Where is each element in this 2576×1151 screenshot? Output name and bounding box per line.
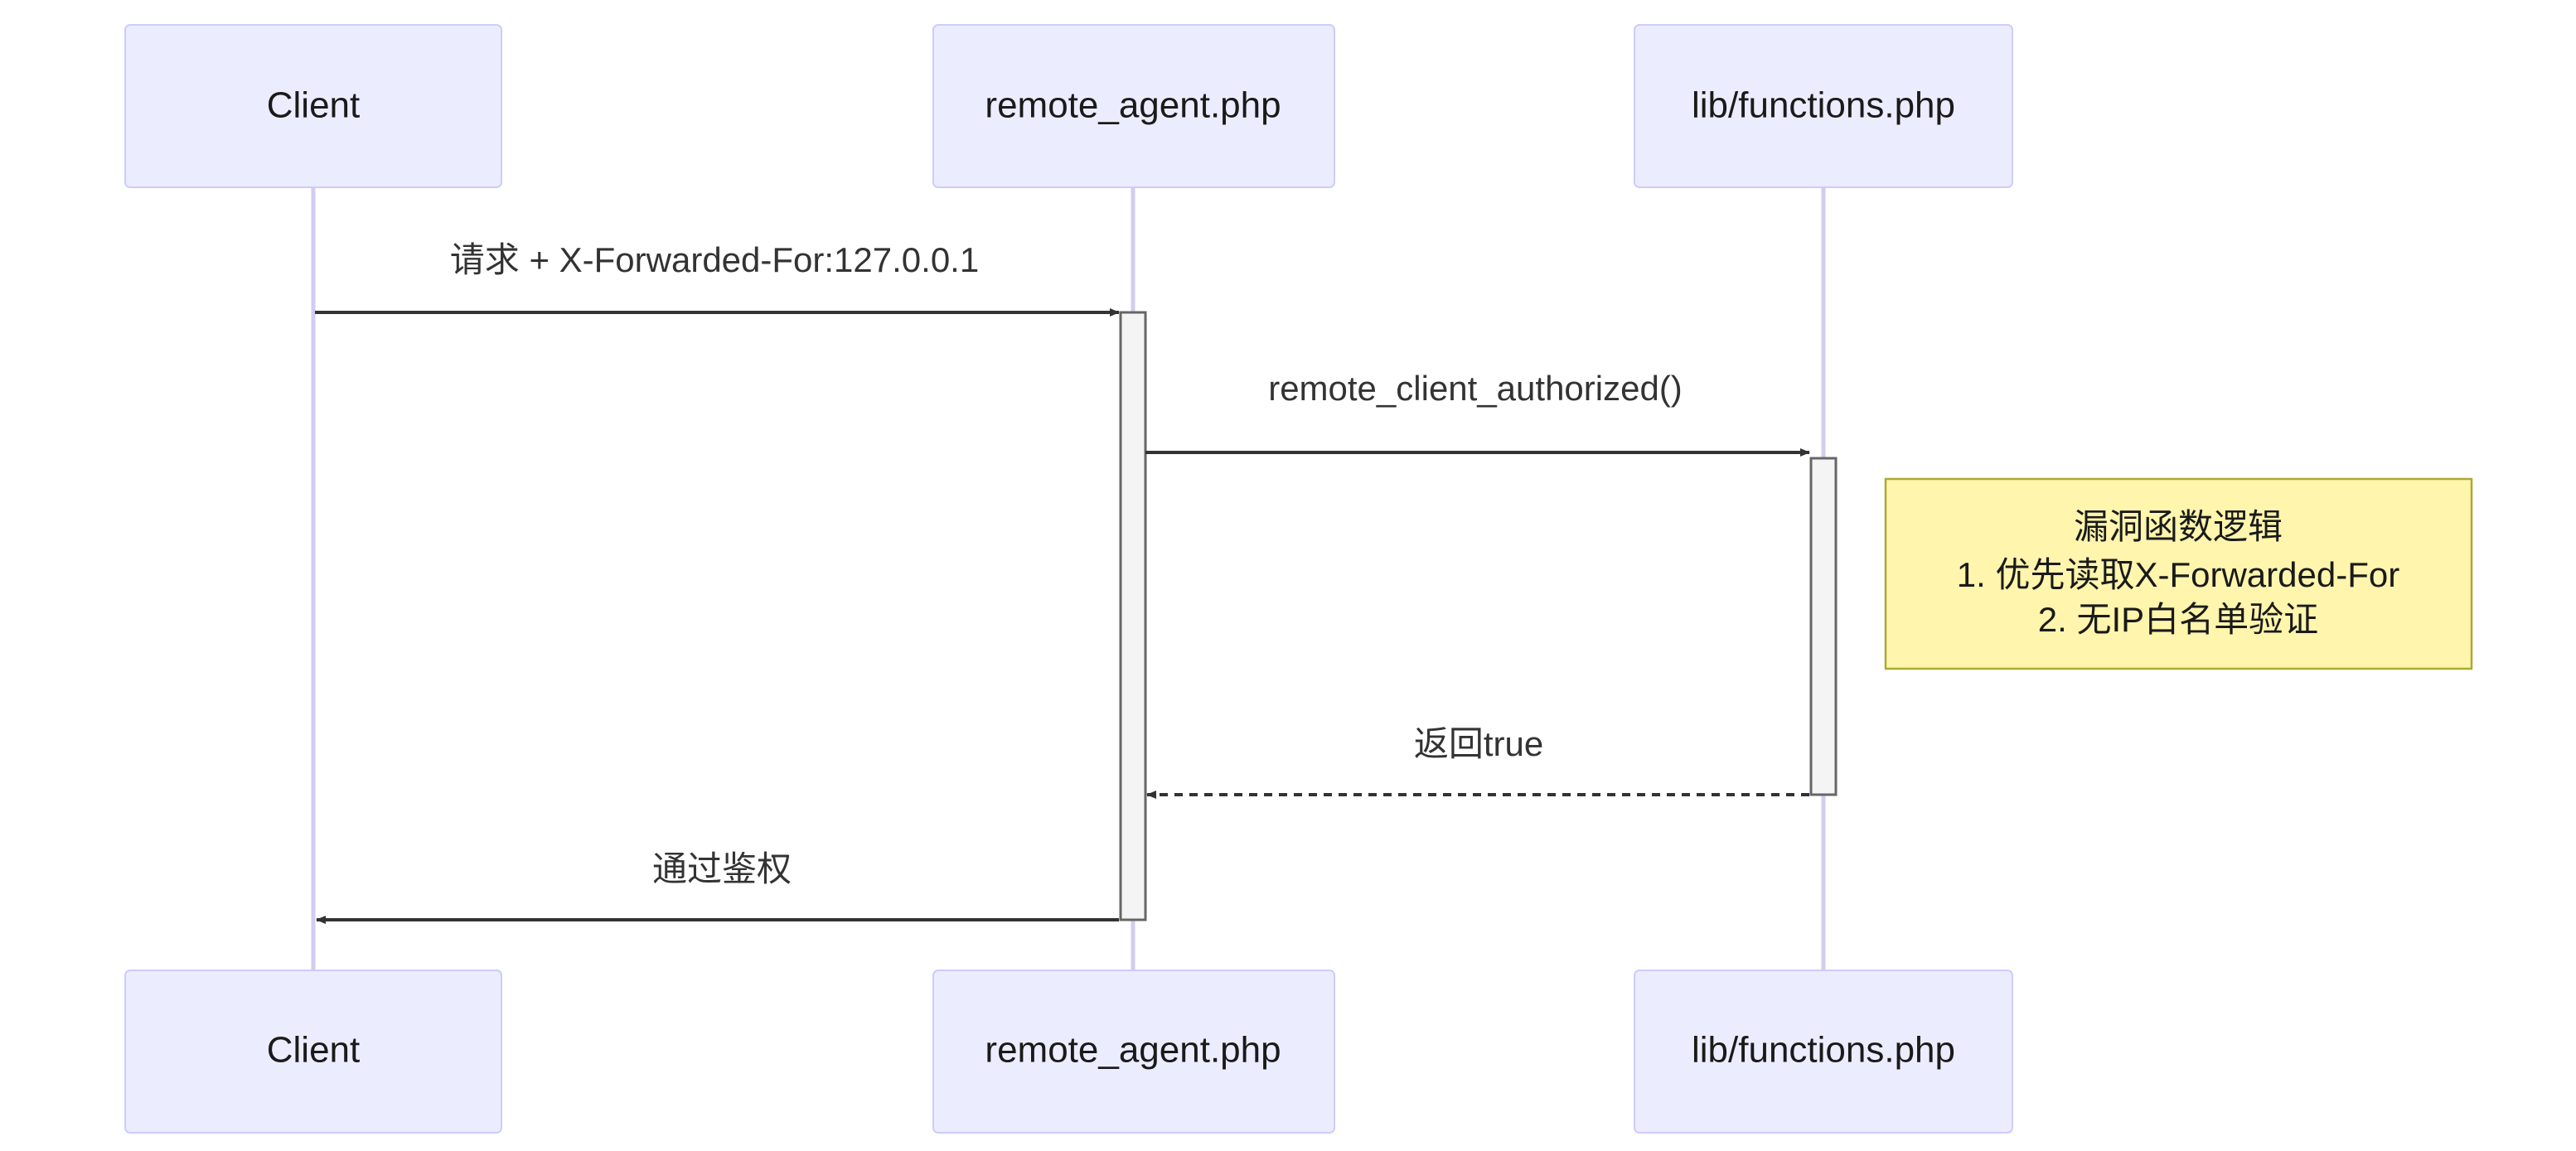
message-call-authorized: remote_client_authorized() — [1145, 369, 1810, 457]
message-return-true: 返回true — [1146, 724, 1809, 799]
message-label: remote_client_authorized() — [1268, 369, 1683, 408]
actor-client-top: Client — [124, 24, 502, 188]
note-line: 1. 优先读取X-Forwarded-For — [1957, 555, 2399, 594]
message-request: 请求 + X-Forwarded-For:127.0.0.1 — [315, 240, 1120, 317]
actor-label: remote_agent.php — [985, 85, 1281, 126]
message-label: 返回true — [1414, 724, 1543, 763]
actor-label: Client — [267, 85, 361, 126]
actor-remote-agent-bottom: remote_agent.php — [932, 970, 1335, 1134]
message-auth-passed: 通过鉴权 — [316, 849, 1119, 924]
actor-functions-top: lib/functions.php — [1634, 24, 2013, 188]
actor-label: lib/functions.php — [1692, 85, 1955, 126]
actor-label: Client — [267, 1030, 361, 1071]
message-label: 通过鉴权 — [652, 849, 792, 888]
actor-label: lib/functions.php — [1692, 1030, 1955, 1071]
actor-remote-agent-top: remote_agent.php — [932, 24, 1335, 188]
actor-functions-bottom: lib/functions.php — [1634, 970, 2013, 1134]
message-label: 请求 + X-Forwarded-For:127.0.0.1 — [450, 240, 979, 279]
activation-functions — [1809, 457, 1838, 796]
actor-client-bottom: Client — [124, 970, 502, 1134]
note-line: 漏洞函数逻辑 — [2074, 507, 2283, 546]
note-vulnerable-logic: 漏洞函数逻辑 1. 优先读取X-Forwarded-For 2. 无IP白名单验… — [1884, 477, 2473, 670]
actor-label: remote_agent.php — [985, 1030, 1281, 1071]
note-line: 2. 无IP白名单验证 — [2038, 600, 2318, 639]
activation-remote-agent — [1119, 311, 1147, 921]
